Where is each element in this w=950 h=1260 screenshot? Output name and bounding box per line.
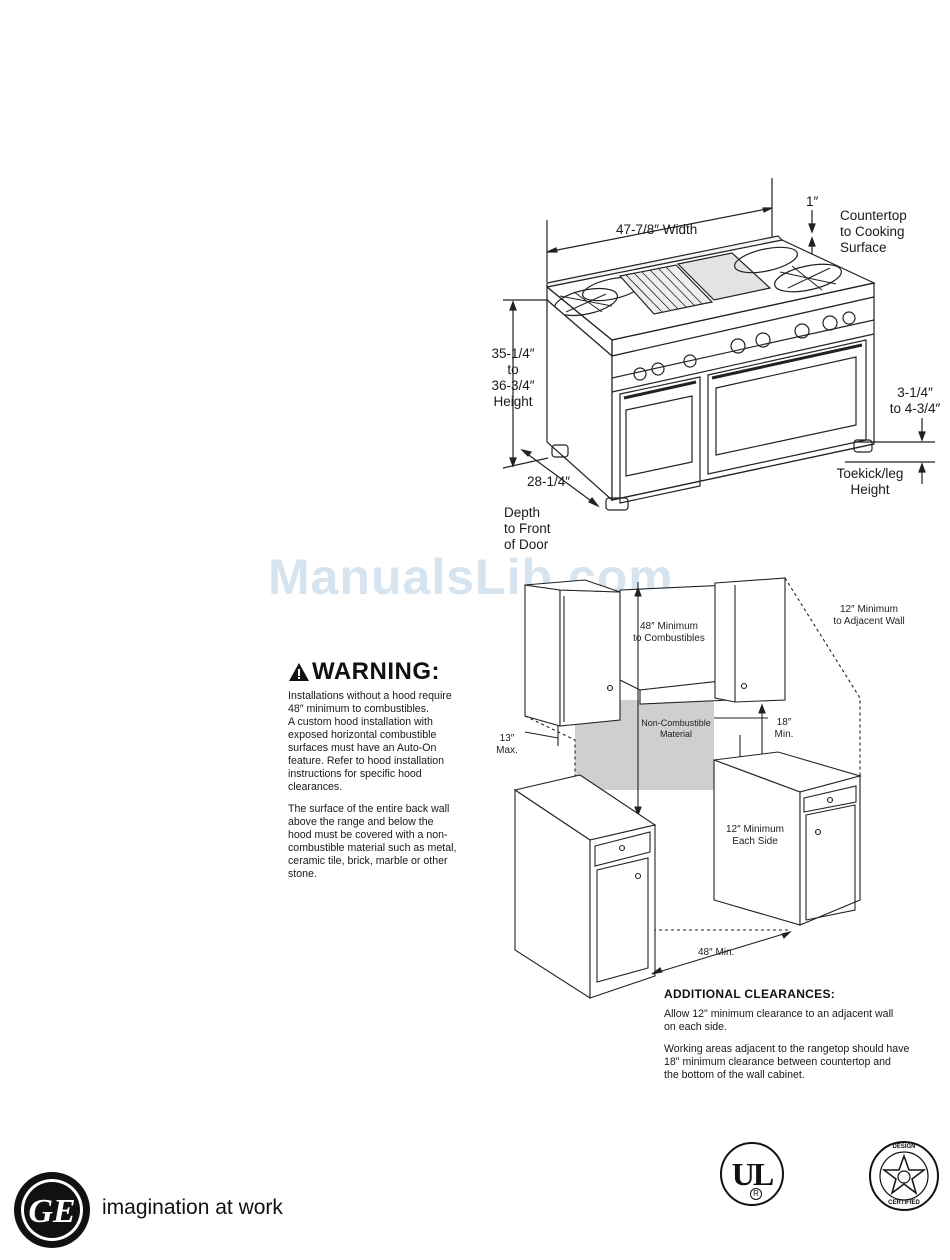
- tagline: imagination at work: [102, 1196, 283, 1219]
- warning-heading: WARNING:: [288, 658, 440, 686]
- adjacent-wall-label: 12″ Minimum to Adjacent Wall: [833, 604, 905, 627]
- ul-logo: UL R: [720, 1142, 784, 1206]
- width-dimension-label: 47-7/8″ Width: [616, 222, 698, 237]
- min-combustibles-label: 48″ Minimum to Combustibles: [633, 621, 705, 644]
- warning-icon: [289, 663, 309, 681]
- height-dimension-label: 35-1/4″ to 36-3/4″ Height: [491, 346, 535, 409]
- thirteen-max-label: 13″ Max.: [496, 733, 518, 756]
- additional-clearances-heading: ADDITIONAL CLEARANCES:: [664, 987, 836, 1001]
- each-side-label: 12″ Minimum Each Side: [726, 824, 784, 847]
- toekick-dimension-label: 3-1/4″ to 4-3/4″: [889, 385, 941, 416]
- top-offset-label: 1″: [806, 194, 819, 209]
- csa-design-certified-logo: DESIGN CERTIFIED: [868, 1140, 940, 1212]
- toekick-label: Toekick/leg Height: [836, 466, 904, 497]
- additional-paragraph-1: Allow 12" minimum clearance to an adjace…: [664, 1008, 894, 1033]
- width-min-label: 48″ Min.: [698, 947, 735, 958]
- depth-label: Depth to Front of Door: [504, 505, 551, 552]
- depth-dimension-label: 28-1/4″: [527, 474, 571, 489]
- warning-paragraph-1: Installations without a hood require 48″…: [288, 690, 452, 793]
- star-icon: [881, 1153, 927, 1195]
- eighteen-min-label: 18″ Min.: [774, 717, 794, 740]
- warning-paragraph-2: The surface of the entire back wall abov…: [288, 803, 457, 880]
- additional-paragraph-2: Working areas adjacent to the rangetop s…: [664, 1043, 910, 1081]
- non-combustible-label: Non-Combustible Material: [641, 718, 711, 739]
- countertop-label: Countertop to Cooking Surface: [840, 208, 907, 255]
